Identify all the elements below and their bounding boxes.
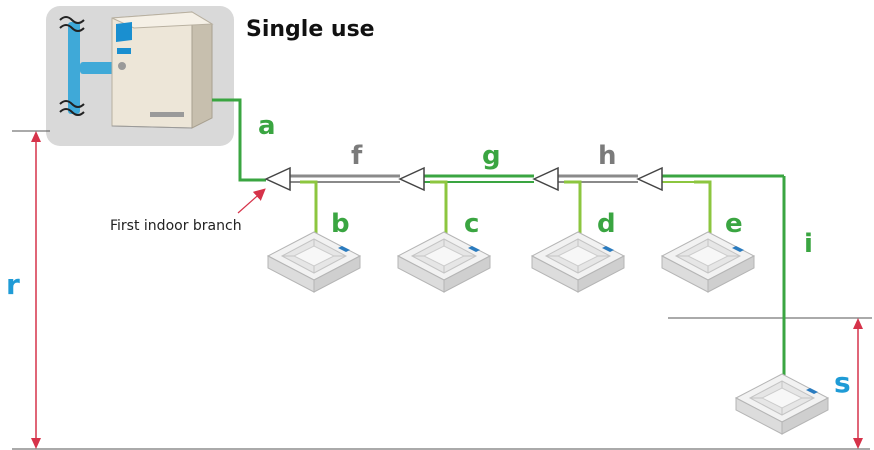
- label-i: i: [804, 229, 813, 259]
- cassette-indoor-unit-icon: [397, 231, 491, 293]
- indoor-unit-e: [661, 231, 755, 293]
- label-s: s: [834, 366, 851, 399]
- label-r: r: [6, 268, 20, 301]
- indoor-unit-i: [735, 373, 829, 435]
- pipe-e: [694, 180, 712, 238]
- outdoor-unit-panel: [46, 6, 234, 146]
- pipe-a: [212, 98, 266, 182]
- first-branch-pointer: [237, 188, 266, 214]
- first-branch-note: First indoor branch: [110, 218, 242, 234]
- label-b: b: [331, 209, 350, 239]
- outdoor-unit-icon: [59, 11, 214, 129]
- indoor-unit-c: [397, 231, 491, 293]
- branch-pipes: [300, 180, 712, 238]
- cassette-indoor-unit-icon: [661, 231, 755, 293]
- label-h: h: [598, 141, 617, 171]
- cassette-indoor-unit-icon: [267, 231, 361, 293]
- label-d: d: [597, 209, 616, 239]
- refnet-branch-icon: [264, 166, 663, 192]
- indoor-unit-d: [531, 231, 625, 293]
- label-e: e: [725, 209, 743, 239]
- pipe-d: [564, 180, 582, 238]
- cassette-indoor-unit-icon: [531, 231, 625, 293]
- dimension-s: [853, 318, 863, 449]
- label-g: g: [482, 141, 501, 171]
- indoor-unit-b: [267, 231, 361, 293]
- pipe-c: [430, 180, 448, 238]
- dimension-r: [31, 131, 41, 449]
- title: Single use: [246, 17, 375, 42]
- label-c: c: [464, 209, 479, 239]
- label-a: a: [258, 111, 276, 141]
- pipe-b: [300, 180, 318, 238]
- cassette-indoor-unit-icon: [735, 373, 829, 435]
- label-f: f: [351, 141, 363, 171]
